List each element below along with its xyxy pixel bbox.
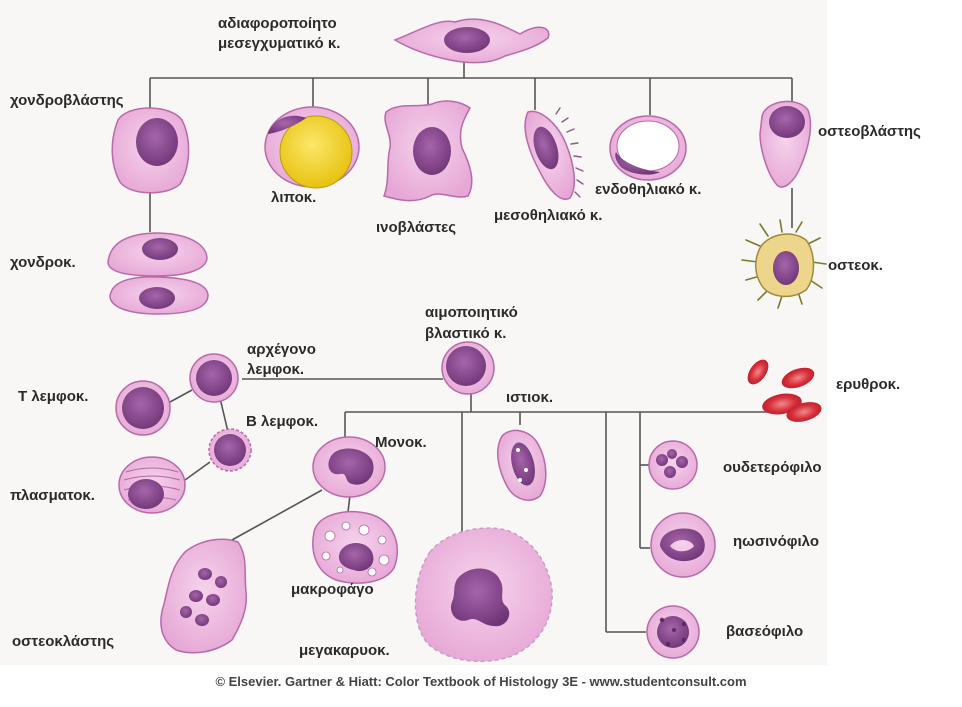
endothelial-label: ενδοθηλιακό κ. bbox=[595, 181, 702, 198]
neutrophil-label: ουδετερόφιλο bbox=[723, 459, 822, 476]
basophil-cell bbox=[646, 605, 700, 659]
mesothelial-label: μεσοθηλιακό κ. bbox=[494, 207, 603, 224]
osteoblast-cell bbox=[759, 100, 812, 188]
eosinophil-label: ηωσινόφιλο bbox=[733, 533, 819, 550]
hemopoietic-label-line1: αιμοποιητικό bbox=[425, 304, 518, 321]
chondroblast-cell bbox=[111, 107, 190, 194]
monocyte-cell bbox=[312, 436, 386, 498]
megakaryocyte-label: μεγακαρυοκ. bbox=[299, 642, 390, 659]
basophil-label: βασεόφιλο bbox=[726, 623, 804, 640]
fibroblast-cell bbox=[383, 100, 473, 202]
mesenchymal-cell bbox=[393, 18, 550, 64]
chondroblast-label: χονδροβλάστης bbox=[10, 92, 124, 109]
b-lymphocyte-label: Β λεμφοκ. bbox=[246, 413, 319, 430]
mesenchymal-label-line1: αδιαφοροποίητο bbox=[218, 15, 337, 32]
b-to-plasma-line bbox=[184, 461, 211, 481]
mesothelial-cell bbox=[524, 107, 584, 201]
osteoblast-label: οστεοβλάστης bbox=[818, 123, 921, 140]
lineage-lines bbox=[149, 62, 796, 633]
macrophage-cell bbox=[312, 511, 398, 584]
lymph-to-b-line bbox=[219, 397, 229, 433]
macrophage-label: μακροφάγο bbox=[291, 581, 374, 598]
neutrophil-cell bbox=[648, 440, 698, 490]
credit-bar bbox=[0, 665, 962, 707]
monocyte-label: Μονοκ. bbox=[375, 434, 427, 451]
chondrocyte-label: χονδροκ. bbox=[10, 254, 76, 271]
plasma-cell bbox=[118, 456, 186, 514]
fibroblast-label: ινοβλάστες bbox=[376, 219, 457, 236]
lymphoid-label-line2: λεμφοκ. bbox=[247, 361, 305, 378]
histiocyte-label: ιστιοκ. bbox=[506, 389, 553, 406]
t-lymphocyte-cell bbox=[115, 380, 171, 436]
osteocyte-cell bbox=[741, 219, 827, 309]
lymph-to-t-line bbox=[169, 389, 193, 403]
osteoclast-cell bbox=[160, 538, 248, 654]
eosinophil-cell bbox=[650, 512, 716, 578]
plasma-cell-label: πλασματοκ. bbox=[10, 487, 95, 504]
hemopoietic-stem-cell bbox=[441, 341, 495, 395]
megakaryocyte-cell bbox=[414, 527, 553, 662]
endothelial-cell bbox=[609, 115, 687, 181]
lymphoid-label-line1: αρχέγονο bbox=[247, 341, 316, 358]
credit-line: © Elsevier. Gartner & Hiatt: Color Textb… bbox=[215, 674, 747, 689]
erythrocyte-label: ερυθροκ. bbox=[836, 376, 901, 393]
adipocyte-cell bbox=[264, 106, 360, 189]
adipocyte-label: λιποκ. bbox=[271, 189, 317, 206]
lymphoid-progenitor-cell bbox=[189, 353, 239, 403]
erythrocyte-cells bbox=[747, 359, 822, 422]
osteoclast-label: οστεοκλάστης bbox=[12, 633, 115, 650]
t-lymphocyte-label: Τ λεμφοκ. bbox=[18, 388, 89, 405]
hemopoietic-label-line2: βλαστικό κ. bbox=[425, 325, 507, 342]
b-lymphocyte-cell bbox=[208, 428, 252, 472]
osteocyte-label: οστεοκ. bbox=[828, 257, 883, 274]
chondrocyte-cells bbox=[107, 232, 209, 315]
mesenchymal-label-line2: μεσεγχυματικό κ. bbox=[218, 35, 341, 52]
monocyte-to-osteoclast-line bbox=[231, 489, 323, 541]
histiocyte-cell bbox=[496, 429, 547, 501]
monocyte-to-macrophage-line bbox=[347, 494, 351, 513]
